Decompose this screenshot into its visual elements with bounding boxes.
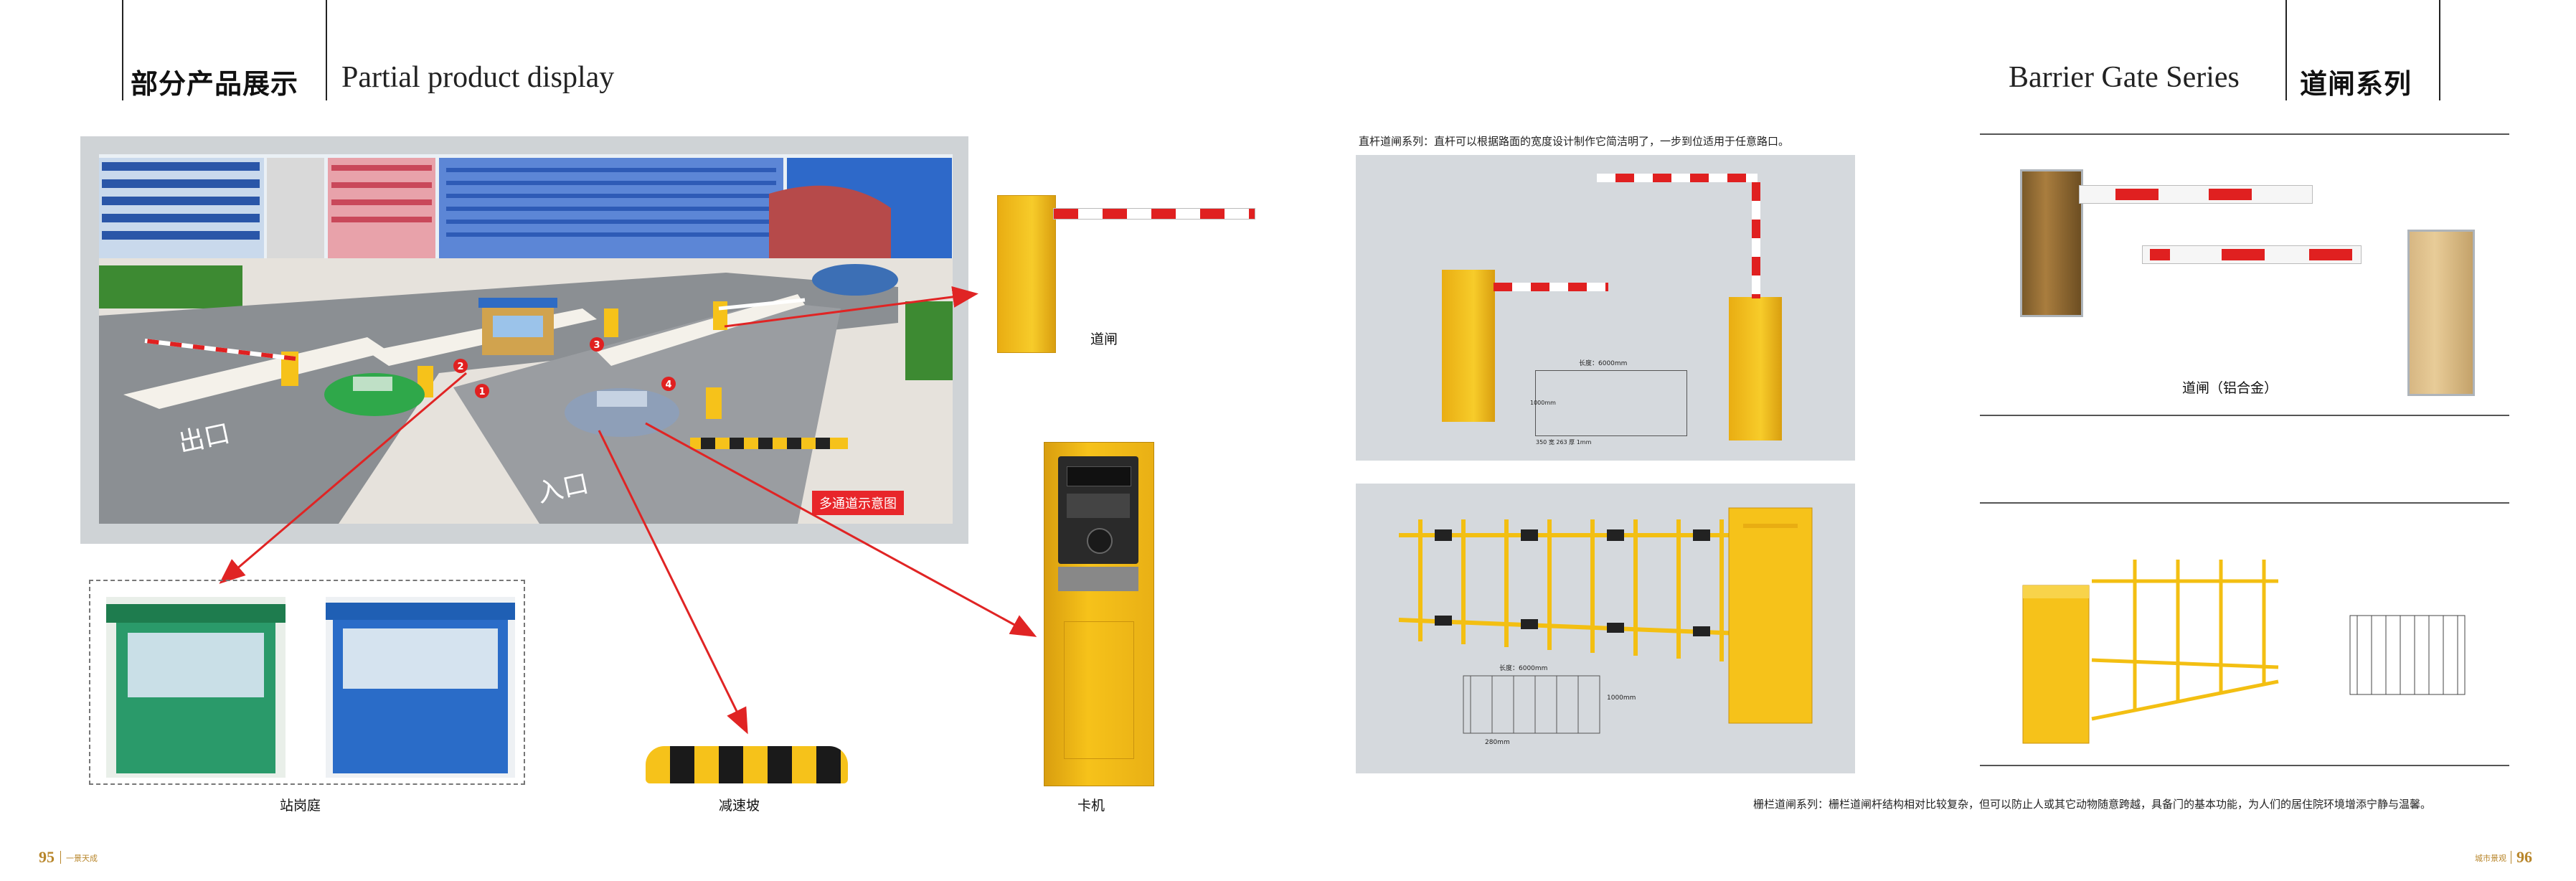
- card-machine-icons: [1067, 494, 1130, 518]
- scene-badge: 多通道示意图: [812, 491, 904, 515]
- barrier-label: 道闸: [1090, 331, 1118, 347]
- straight-dim-length: 长度：6000mm: [1579, 360, 1628, 367]
- booth-green-roof: [106, 604, 286, 623]
- card-machine-label: 卡机: [1077, 798, 1105, 814]
- straight-barrier-cabinet-right: [1729, 297, 1782, 440]
- right-top-rule-1: [1980, 133, 2509, 135]
- booth-green-image: [106, 597, 286, 778]
- straight-barrier-arm-folding: [1597, 174, 1758, 182]
- fence-dim-height: 1000mm: [1607, 694, 1636, 702]
- right-brand: 城市景观: [2475, 854, 2506, 863]
- aluminum-barrier-label: 道闸（铝合金）: [2182, 380, 2278, 396]
- straight-barrier-cabinet-left: [1442, 270, 1495, 422]
- booth-blue-roof: [326, 603, 515, 620]
- right-top-rule-2: [1980, 415, 2509, 416]
- fence-barrier-panel: 长度：6000mm 1000mm 280mm: [1356, 484, 1855, 773]
- marker-1: 1: [478, 387, 485, 397]
- aluminum-cabinet-right: [2407, 230, 2475, 396]
- parking-scene-svg: 出口 入口 1 2 3 4: [99, 154, 953, 524]
- left-title-cn: 部分产品展示: [131, 68, 299, 100]
- fence-dim-length: 长度：6000mm: [1499, 665, 1548, 672]
- booth-label: 站岗庭: [280, 798, 321, 814]
- card-machine-door: [1064, 621, 1134, 759]
- callout-arrows: [219, 286, 1037, 735]
- header-divider-right-1: [2285, 0, 2287, 100]
- fence-barrier-svg: [1398, 507, 1813, 734]
- card-machine-slot-panel: [1058, 567, 1138, 591]
- left-page-number: 95: [39, 848, 55, 866]
- arm-stripe: [2209, 189, 2252, 200]
- marker-3: 3: [593, 340, 600, 351]
- fence-barrier-product: [2020, 531, 2508, 753]
- arm-stripe: [2309, 249, 2352, 260]
- right-title-en: Barrier Gate Series: [2009, 61, 2240, 94]
- straight-barrier-panel: 长度：6000mm 1000mm 350 宽 263 厚 1mm: [1356, 155, 1855, 461]
- arm-stripe: [2115, 189, 2159, 200]
- speed-bump-label: 减速坡: [719, 798, 760, 814]
- fence-barrier-product-svg: [2022, 560, 2466, 744]
- aluminum-arm-left: [2079, 185, 2313, 204]
- straight-barrier-desc: 直杆道闸系列：直杆可以根据路面的宽度设计制作它简洁明了，一步到位适用于任意路口。: [1359, 135, 1790, 148]
- card-machine-display: [1067, 466, 1131, 486]
- right-title-cn: 道闸系列: [2300, 68, 2412, 100]
- barrier-gate-product: [997, 192, 1255, 357]
- arm-stripe: [2222, 249, 2265, 260]
- fence-barrier-desc: 栅栏道闸系列：栅栏道闸杆结构相对比较复杂，但可以防止人或其它动物随意跨越，具备门…: [1753, 798, 2432, 811]
- marker-2: 2: [457, 362, 463, 372]
- straight-dim-height: 1000mm: [1530, 400, 1556, 406]
- straight-dim-base: 350 宽 263 厚 1mm: [1536, 439, 1592, 446]
- left-brand: 一景天成: [66, 854, 98, 863]
- barrier-arm: [1053, 208, 1255, 220]
- aluminum-arm-right: [2142, 245, 2362, 264]
- booth-blue-image: [326, 597, 515, 778]
- straight-barrier-arm-left: [1494, 283, 1608, 291]
- booth-frame: [89, 580, 525, 785]
- card-machine-product: [1044, 442, 1159, 786]
- arm-stripe: [2150, 249, 2170, 260]
- right-bottom-rule-1: [1980, 502, 2509, 504]
- header-divider-right-2: [2439, 0, 2440, 100]
- speed-bump-product: [646, 746, 848, 783]
- barrier-cabinet: [997, 195, 1056, 353]
- fence-dim-base: 280mm: [1485, 739, 1510, 746]
- left-footer-divider: [60, 851, 61, 864]
- left-title-en: Partial product display: [341, 61, 615, 94]
- booth-blue-window: [343, 628, 498, 689]
- right-bottom-rule-2: [1980, 765, 2509, 766]
- straight-barrier-arm-vertical: [1752, 182, 1760, 298]
- header-divider-left-1: [122, 0, 123, 100]
- header-divider-left-2: [326, 0, 327, 100]
- booth-green-window: [128, 633, 264, 697]
- aluminum-cabinet-left: [2020, 169, 2083, 317]
- straight-barrier-dim-drawing: 长度：6000mm 1000mm 350 宽 263 厚 1mm: [1530, 360, 1687, 446]
- card-reader-icon: [1087, 528, 1113, 554]
- parking-scene-illustration: 出口 入口 1 2 3 4 多通道示意图: [80, 136, 968, 544]
- card-machine-screen-panel: [1058, 456, 1138, 564]
- right-page-number: 96: [2516, 848, 2532, 866]
- marker-4: 4: [665, 380, 671, 390]
- aluminum-barrier-product: [2014, 165, 2488, 402]
